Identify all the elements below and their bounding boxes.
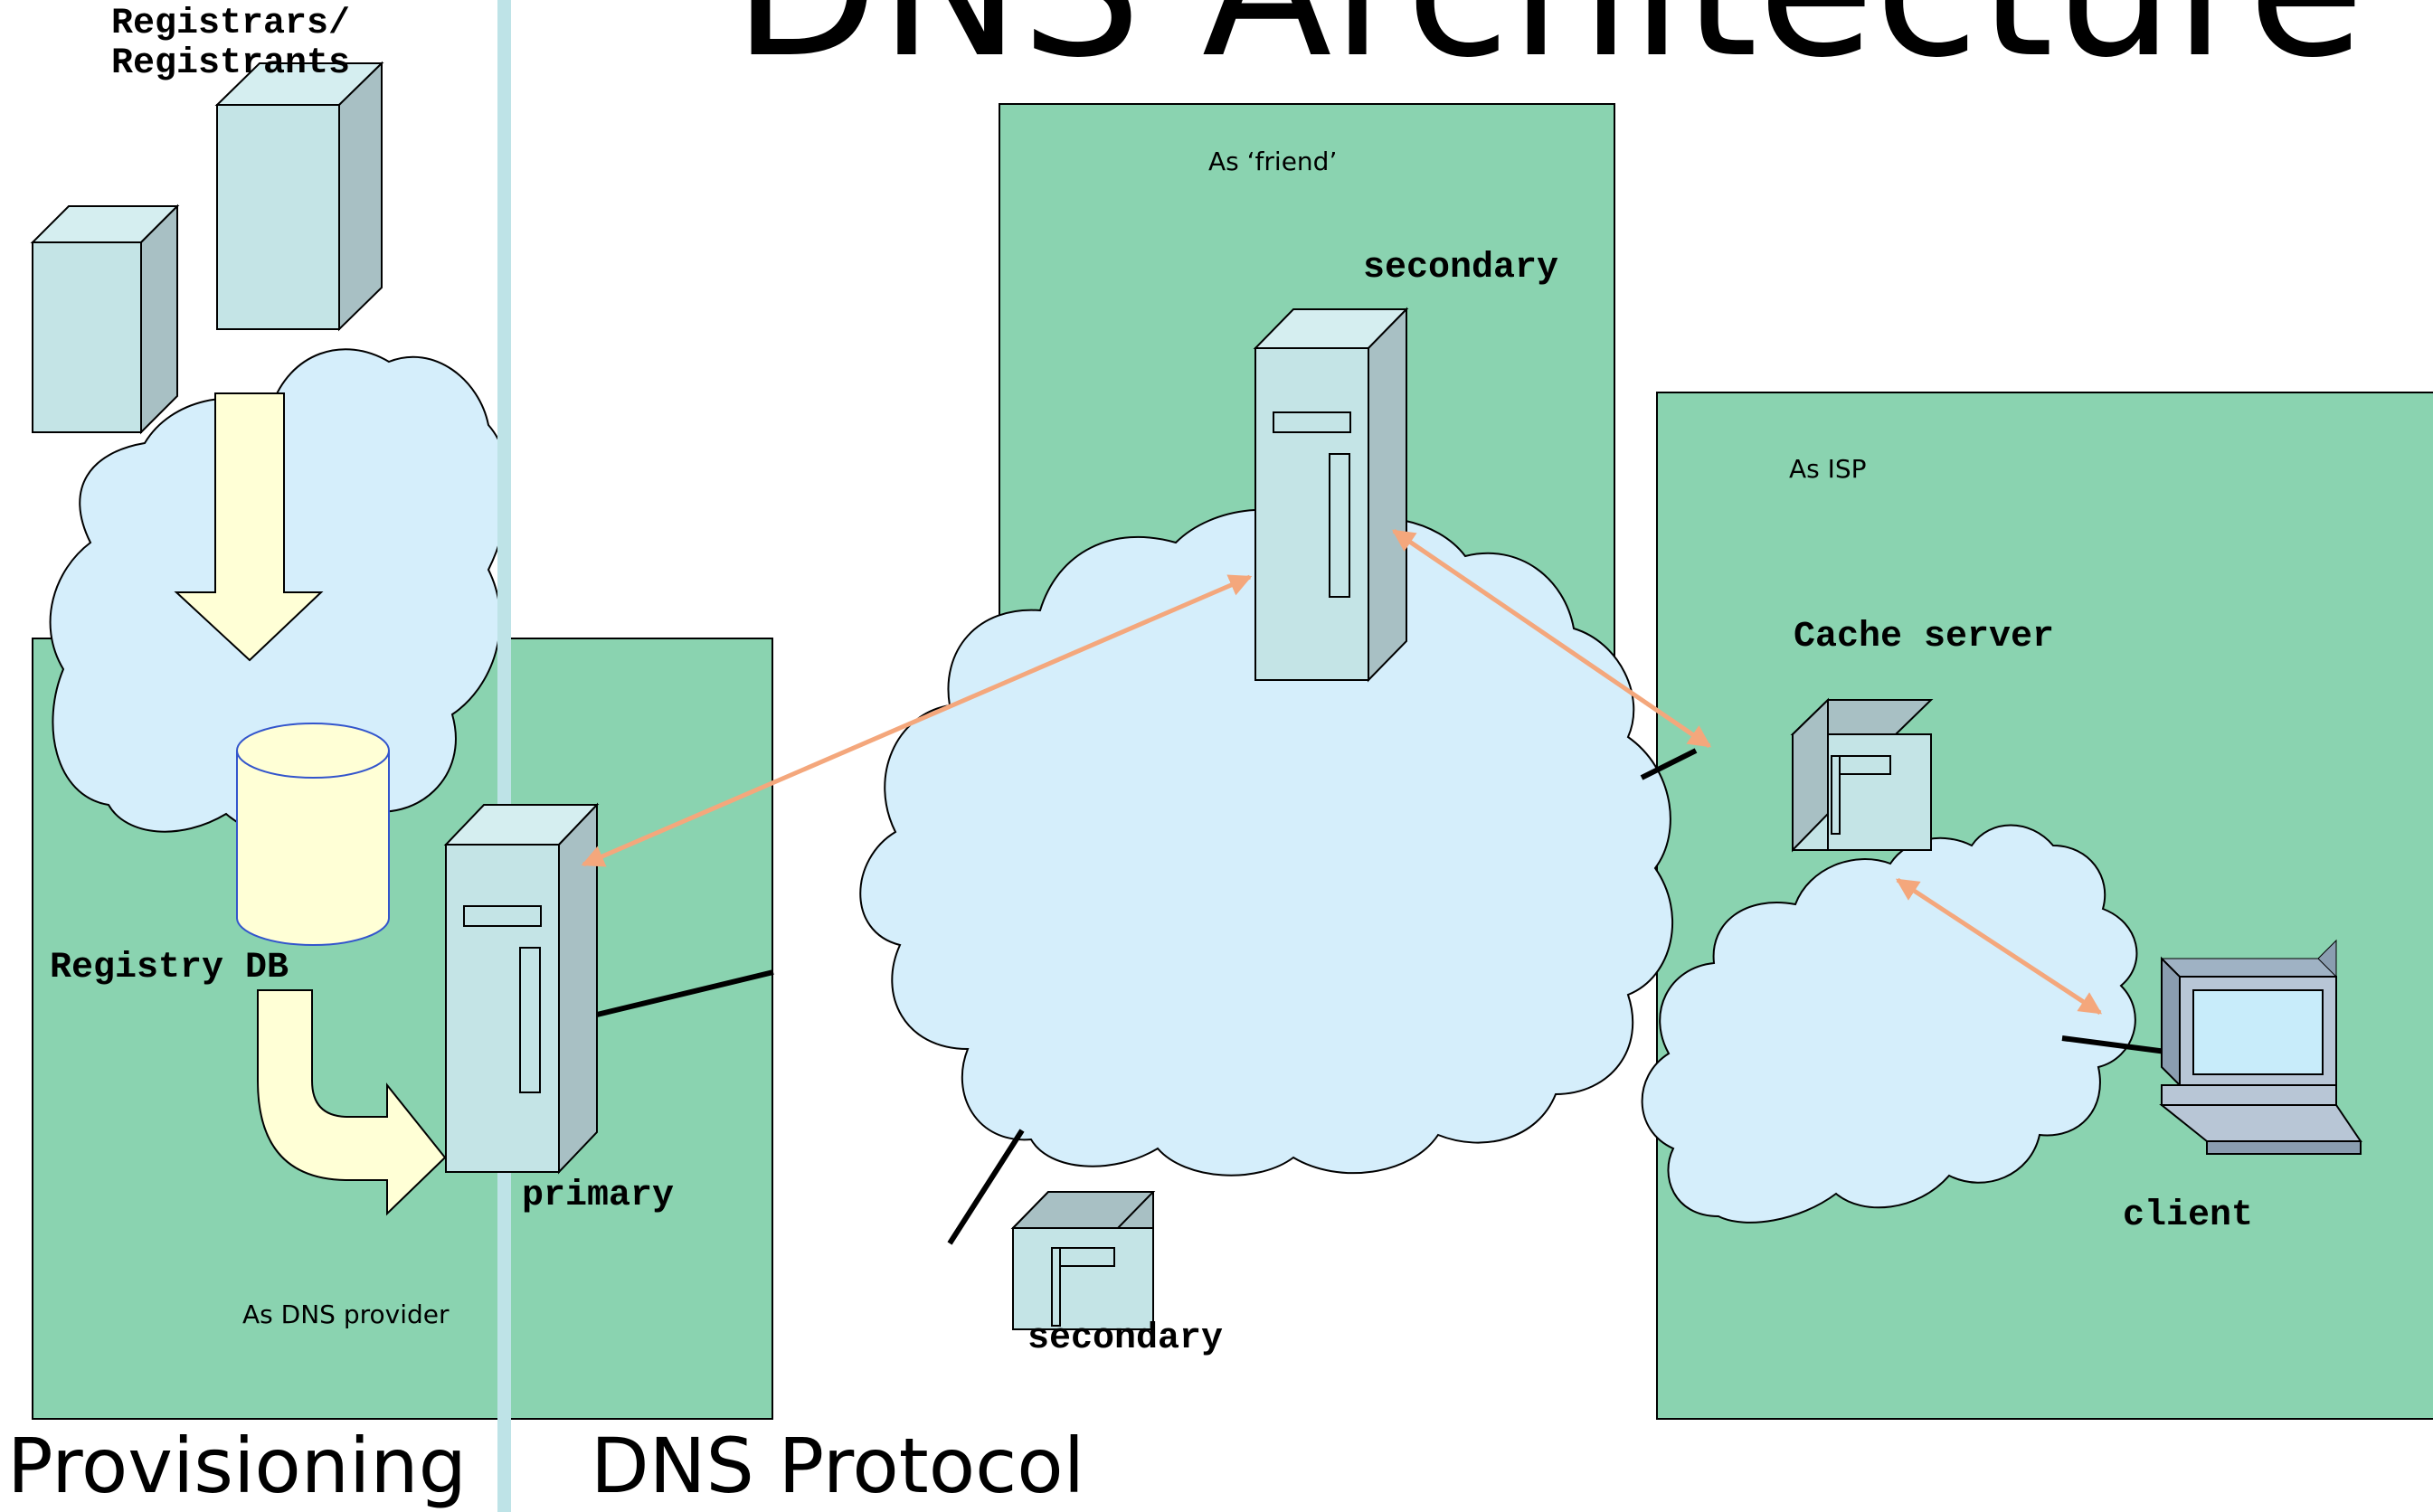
dns-protocol-section-label: DNS Protocol — [591, 1422, 1084, 1510]
registry-db-label: Registry DB — [50, 948, 289, 988]
db-to-primary-arrow — [257, 989, 447, 1216]
client-label: client — [2123, 1195, 2253, 1236]
friend-zone-label: As ‘friend’ — [1208, 146, 1337, 176]
cache-client-query-arrow — [1895, 877, 2103, 1016]
client-link — [2061, 1035, 2167, 1054]
secondary-top-label: secondary — [1363, 248, 1558, 288]
drive-slot-icon — [1329, 453, 1350, 598]
drive-bay-icon — [1057, 1247, 1115, 1267]
registrar-server-large — [214, 61, 384, 332]
provisioning-section-label: Provisioning — [7, 1422, 467, 1510]
drive-slot-icon — [1051, 1247, 1061, 1327]
secondary-bottom-label: secondary — [1027, 1318, 1223, 1359]
drive-bay-icon — [463, 905, 542, 927]
registration-down-arrow — [174, 392, 324, 662]
primary-network-link — [596, 969, 774, 1017]
registrars-label: Registrars/ — [111, 4, 350, 44]
registrants-label: Registrants — [111, 43, 350, 84]
primary-server — [443, 802, 600, 1175]
cache-server-label: Cache server — [1794, 617, 2054, 657]
dns-provider-zone-label: As DNS provider — [242, 1299, 450, 1329]
drive-bay-icon — [1837, 755, 1891, 775]
primary-label: primary — [522, 1176, 674, 1216]
client-computer-icon — [2159, 939, 2362, 1155]
monitor-screen — [2192, 989, 2324, 1075]
section-divider — [497, 0, 511, 1512]
registrar-server-small — [30, 203, 180, 435]
drive-slot-icon — [1831, 755, 1841, 835]
secondary-server-bottom — [1010, 1191, 1156, 1330]
cache-server — [1790, 697, 1934, 853]
isp-network-link — [1640, 748, 1698, 780]
secondary-cache-query-arrow — [1391, 528, 1712, 749]
secondary-bottom-link — [947, 1129, 1025, 1245]
registry-db-icon — [236, 723, 390, 946]
secondary-server-top — [1253, 307, 1409, 683]
drive-slot-icon — [519, 947, 541, 1093]
drive-bay-icon — [1273, 411, 1351, 433]
slide-title: DNS Architecture — [733, 0, 2364, 99]
isp-zone-label: As ISP — [1789, 454, 1867, 484]
primary-secondary-transfer-arrow — [581, 574, 1253, 867]
